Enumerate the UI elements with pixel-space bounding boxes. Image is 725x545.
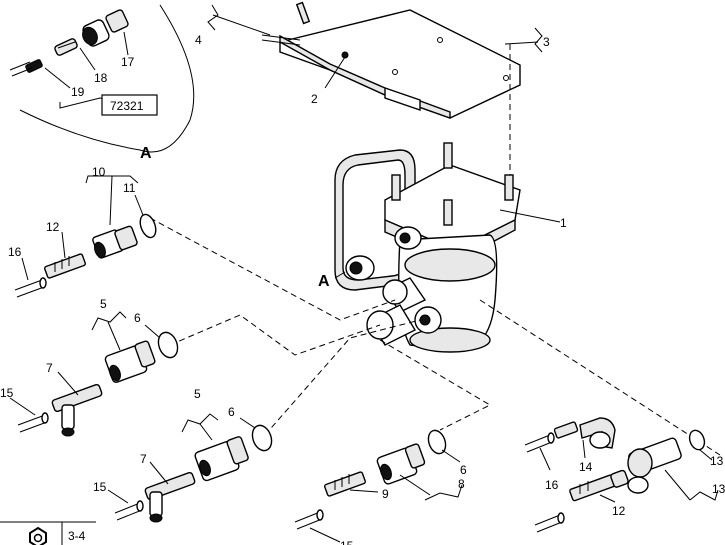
detail-view-letter: A	[140, 145, 152, 162]
nut-icon	[29, 526, 47, 545]
callout-12b: 12	[612, 504, 626, 518]
callout-13a: 13	[712, 482, 725, 496]
callout-18: 18	[94, 71, 108, 85]
part-12-hose-nipple	[44, 253, 86, 279]
kit-number-box	[101, 94, 158, 116]
part-1-valve-body	[334, 142, 521, 353]
fitting-group-far-right: 14 13 13 12 16	[524, 417, 725, 533]
callout-5a: 5	[100, 297, 107, 311]
callout-6a: 6	[134, 311, 141, 325]
part-16-hose-b	[524, 432, 555, 453]
callout-16a: 16	[8, 245, 22, 259]
detail-view-a: 17 18 19 72321 A	[9, 4, 195, 162]
callout-7a: 7	[46, 361, 53, 375]
fitting-group-middle-left: 5 6 7 15	[0, 297, 179, 437]
part-7-tee-a	[51, 383, 103, 437]
callout-14: 14	[579, 460, 593, 474]
fitting-group-lower-right: 6 8 9 15	[294, 429, 467, 545]
callout-10: 10	[92, 165, 106, 179]
part-6-o-ring-c	[427, 429, 447, 455]
callout-17: 17	[121, 55, 135, 69]
part-2-mounting-bracket	[261, 1, 521, 119]
part-9-hose-nipple	[324, 471, 366, 497]
part-13-tee	[627, 437, 682, 494]
callout-3: 3	[543, 35, 550, 49]
part-16-hose	[14, 277, 47, 298]
callout-group-3: 3	[504, 27, 550, 53]
part-10-adapter	[92, 225, 138, 259]
callout-1: 1	[560, 216, 567, 230]
fitting-group-lower-center: 5 6 7 15	[93, 387, 273, 523]
part-hose-lower-right	[534, 512, 565, 533]
part-5-adapter-b	[194, 436, 249, 482]
callout-8: 8	[458, 477, 465, 491]
callout-15c: 15	[340, 539, 354, 545]
part-ring-right	[688, 429, 706, 451]
callout-group-4: 4	[195, 4, 271, 47]
callout-13b: 13	[710, 454, 724, 468]
part-6-o-ring-a	[157, 331, 179, 359]
callout-15a: 15	[0, 386, 14, 400]
footer-reference-box: 3-4	[0, 521, 96, 545]
kit-number: 72321	[110, 99, 144, 113]
part-18-seal	[54, 38, 78, 56]
callout-11: 11	[123, 181, 136, 195]
footer-page-ref: 3-4	[68, 529, 86, 543]
part-7-tee-b	[144, 471, 196, 523]
part-8-adapter	[376, 443, 426, 485]
part-15-hose-b	[114, 500, 144, 521]
callout-19: 19	[71, 85, 85, 99]
callout-12a: 12	[46, 220, 60, 234]
part-6-o-ring-b	[251, 424, 273, 452]
part-17-fitting	[82, 9, 129, 47]
fitting-group-upper-left: 10 11 12 16	[8, 165, 157, 298]
main-view-letter: A	[318, 273, 330, 290]
callout-2: 2	[311, 92, 318, 106]
part-11-o-ring	[139, 213, 157, 239]
callout-7b: 7	[140, 452, 147, 466]
callout-6c: 6	[460, 463, 467, 477]
part-15-hose-a	[17, 412, 49, 433]
callout-5b: 5	[194, 387, 201, 401]
callout-6b: 6	[228, 405, 235, 419]
part-19-pin	[9, 59, 43, 77]
callout-9: 9	[382, 487, 389, 501]
callout-4: 4	[195, 33, 202, 47]
callout-15b: 15	[93, 480, 107, 494]
part-14-elbow	[553, 417, 616, 449]
part-5-adapter-a	[104, 340, 156, 383]
part-15-hose-c	[294, 509, 324, 530]
callout-16b: 16	[545, 478, 559, 492]
part-12-hose-nipple-b	[569, 469, 629, 502]
